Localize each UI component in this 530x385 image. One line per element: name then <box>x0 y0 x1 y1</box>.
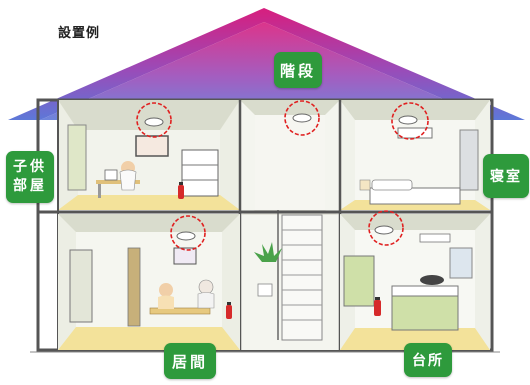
room-label-bedroom-text: 寝室 <box>490 169 522 185</box>
page-title: 設置例 <box>58 26 101 41</box>
staircase <box>277 210 323 341</box>
room-label-living-room: 居間 <box>164 343 216 379</box>
room-label-kitchen-text: 台所 <box>412 353 444 369</box>
room-label-bedroom: 寝室 <box>483 154 529 198</box>
room-label-stairs-text: 階段 <box>279 61 316 80</box>
smoke-detector-icon <box>368 210 404 246</box>
smoke-detector-icon <box>136 102 172 138</box>
smoke-detector-icon <box>170 215 206 251</box>
fire-extinguisher-icon <box>178 182 184 199</box>
room-label-kids-line2: 部屋 <box>13 178 47 194</box>
room-label-living-text: 居間 <box>171 352 208 371</box>
room-label-kids-room: 子供 部屋 <box>6 151 54 203</box>
fire-extinguisher-icon <box>226 302 232 319</box>
room-label-kitchen: 台所 <box>404 343 452 377</box>
smoke-detector-icon <box>284 100 320 136</box>
smoke-detector-icon <box>391 102 429 140</box>
room-label-kids-line1: 子供 <box>13 159 47 175</box>
fire-extinguisher-icon <box>374 297 381 316</box>
potted-plant <box>254 242 282 297</box>
room-label-stairs: 階段 <box>274 52 322 88</box>
